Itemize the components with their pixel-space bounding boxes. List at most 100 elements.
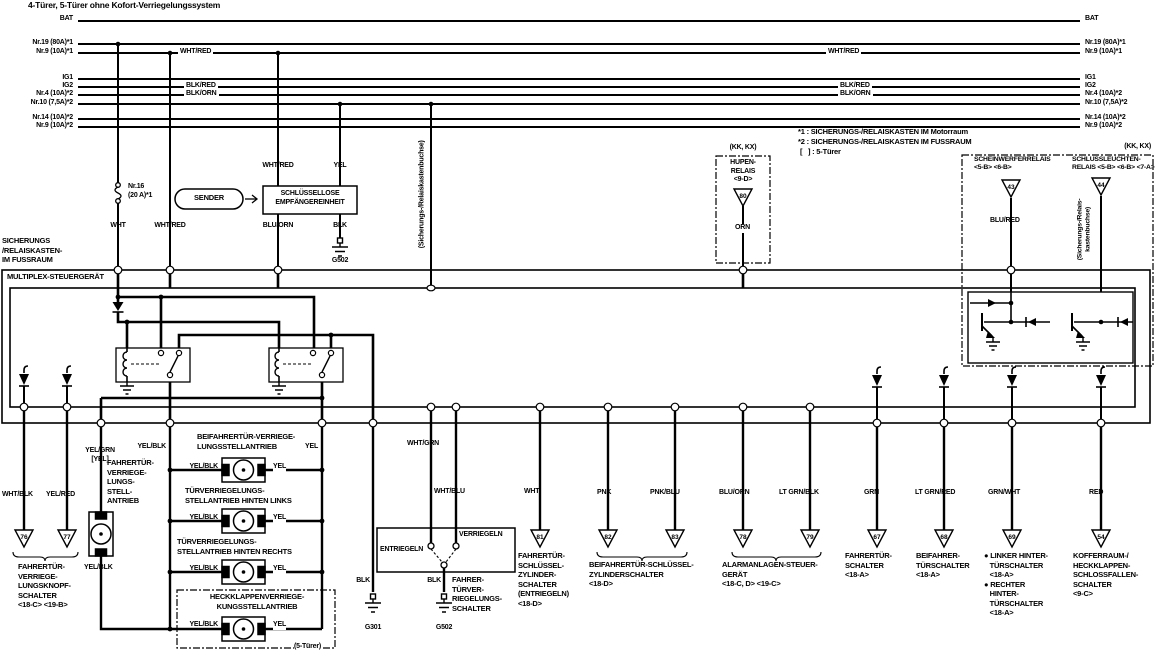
wire-label-blkred-busR: BLK/RED: [838, 82, 872, 91]
hintertuerschalter-label: ● LINKER HINTER- TÜRSCHALTER <18-A> ● RE…: [984, 551, 1048, 617]
fahrertuerschalter-label: FAHRERTÜR- SCHALTER <18-A>: [845, 551, 892, 579]
bus-label-ig1-left: IG1: [62, 74, 73, 81]
knopfschalter-label: FAHRERTÜR- VERRIEGE- LUNGSKNOPF- SCHALTE…: [18, 562, 71, 609]
wire-label-blk-g301: BLK: [356, 577, 370, 584]
wire-label-yel-m4: YEL: [273, 565, 287, 574]
multiplex-label: MULTIPLEX-STEUERGERÄT: [7, 272, 104, 281]
wire-label-whtred-col: WHT/RED: [154, 222, 186, 229]
note-3: [ ] : 5-Türer: [800, 147, 841, 156]
wire-label-pnk: PNK: [597, 489, 612, 496]
connector-78-number: 78: [739, 534, 747, 541]
motor-tailgate: [221, 616, 266, 642]
hupen-relais-label: HUPEN- RELAIS <9-D>: [730, 159, 756, 184]
wire-label-yel-recv-top: YEL: [333, 162, 347, 169]
wire-label-bluorn-recv: BLU/ORN: [262, 222, 294, 229]
wire-label-blkorn-busR: BLK/ORN: [838, 90, 873, 99]
schluesselzylinder-beifahrer-label: BEIFAHRERTÜR-SCHLÜSSEL- ZYLINDERSCHALTER…: [589, 560, 694, 588]
wire-label-whtgrn: WHT/GRN: [407, 440, 440, 447]
connector-67-number: 67: [873, 534, 881, 541]
wire-label-red: RED: [1089, 489, 1104, 496]
wire-label-pnkblu: PNK/BLU: [650, 489, 680, 496]
schluesselzylinder-fahrer-label: FAHRERTÜR- SCHLÜSSEL- ZYLINDER- SCHALTER…: [518, 551, 569, 608]
kk-kx-box: [961, 154, 1154, 367]
braces: [12, 551, 822, 562]
note-2: *2 : SICHERUNGS-/RELAISKASTEN IM FUSSRAU…: [798, 137, 972, 146]
wire-label-yelred: YEL/RED: [46, 491, 75, 498]
ground-g301: [364, 593, 382, 613]
bus-label-bat-right: BAT: [1085, 15, 1099, 22]
bus-label-nr9a-right: Nr.9 (10A)*1: [1085, 48, 1122, 55]
bus-label-nr14-right: Nr.14 (10A)*2: [1085, 114, 1126, 121]
bus-label-nr10-left: Nr.10 (7,5A)*2: [30, 99, 74, 106]
bus-label-nr19-right: Nr.19 (80A)*1: [1085, 39, 1126, 46]
connector-82-number: 82: [604, 534, 612, 541]
ground-label-g502-receiver: G502: [331, 257, 349, 264]
bus-label-nr10-right: Nr.10 (7,5A)*2: [1085, 99, 1128, 106]
motor-passenger-door: [221, 457, 266, 483]
bus-label-ig1-right: IG1: [1085, 74, 1096, 81]
wire-label-yel-m2: YEL: [273, 463, 287, 472]
wire-label-yelblk-m4: YEL/BLK: [189, 565, 218, 572]
multiplex-box: [9, 287, 1136, 408]
bus-label-nr9b-right: Nr.9 (10A)*2: [1085, 122, 1122, 129]
connector-76-number: 76: [20, 534, 28, 541]
fuenf-tuerer-box: [176, 589, 336, 649]
bus-label-ig2-right: IG2: [1085, 82, 1096, 89]
bus-junction-dots: [115, 41, 434, 107]
diode: [112, 302, 124, 311]
antrieb-heckklappe-label: HECKKLAPPENVERRIEGE- KUNGSSTELLANTRIEB: [209, 592, 305, 611]
kofferraumschalter-label: KOFFERRAUM-/ HECKKLAPPEN- SCHLOSSFALLEN-…: [1073, 551, 1139, 598]
connector-80-number: 80: [739, 193, 747, 200]
connector-68-number: 68: [940, 534, 948, 541]
buchse-label-right: (Sicherungs-/Relais- kastenbuchse): [1076, 198, 1092, 261]
wire-label-yelblk-m3: YEL/BLK: [189, 514, 218, 521]
motor-driver-door: [88, 511, 114, 557]
bus-label-nr19-left: Nr.19 (80A)*1: [32, 39, 73, 46]
beifahrerschalter-label: BEIFAHRER- TÜRSCHALTER <18-A>: [916, 551, 970, 579]
antrieb-hinten-rechts-label: TÜRVERRIEGELUNGS- STELLANTRIEB HINTEN RE…: [177, 537, 292, 556]
power-bus-lines: [78, 20, 1080, 128]
internal-junction-dots: [115, 294, 334, 401]
relay-2: [268, 347, 344, 395]
buchse-label-left: (Sicherungs-/Relaiskastenbuchse): [418, 140, 426, 249]
ground-label-g502-switch: G502: [435, 624, 453, 631]
output-driver-box: [967, 291, 1134, 364]
ground-g502-receiver: [331, 237, 349, 257]
alarmanlage-label: ALARMANLAGEN-STEUER- GERÄT <18-C, D> <19…: [722, 560, 818, 588]
wire-label-grn: GRN: [864, 489, 879, 496]
note-1: *1 : SICHERUNGS-/RELAISKASTEN IM Motorra…: [798, 127, 968, 136]
fahrertuer-verriegelungsschalter-label: FAHRER- TÜRVER- RIEGELUNGS- SCHALTER: [452, 575, 502, 613]
fussraum-box: [1, 269, 1151, 424]
wire-label-orn: ORN: [733, 224, 752, 233]
wire-label-wht: WHT: [110, 222, 126, 229]
sender-symbol: [174, 188, 259, 210]
feed-wires: [117, 44, 432, 285]
receiver-label: SCHLÜSSELLOSE EMPFÄNGEREINHEIT: [275, 190, 345, 206]
connector-rings: [19, 265, 1106, 428]
wire-label-whtblk: WHT/BLK: [2, 491, 33, 498]
scheinwerferrelais-label: SCHEINWERFERRELAIS <5-B> <6-B>: [974, 156, 1051, 172]
connector-77-number: 77: [63, 534, 71, 541]
fuse16-symbol: [114, 182, 122, 204]
connector-83-number: 83: [671, 534, 679, 541]
receiver-box: [262, 185, 358, 215]
wire-label-whtred-busL: WHT/RED: [178, 48, 214, 57]
connector-69-number: 69: [1008, 534, 1016, 541]
wire-label-yelblk-bus: YEL/BLK: [137, 443, 166, 450]
entriegeln-label: ENTRIEGELN: [380, 546, 424, 553]
bus-label-nr4-right: Nr.4 (10A)*2: [1085, 90, 1122, 97]
antrieb-hinten-links-label: TÜRVERRIEGELUNGS- STELLANTRIEB HINTEN LI…: [185, 486, 292, 505]
sender-label: SENDER: [193, 193, 225, 202]
wire-label-whtblu: WHT/BLU: [434, 488, 465, 495]
connector-81-number: 81: [536, 534, 544, 541]
bus-label-nr14-left: Nr.14 (10A)*2: [32, 114, 73, 121]
bus-label-bat-left: BAT: [59, 15, 73, 22]
output-wires: [22, 407, 1103, 631]
bus-label-nr9b-left: Nr.9 (10A)*2: [36, 122, 73, 129]
wire-label-yel-bus: YEL: [305, 443, 319, 450]
antrieb-fahrertuer-label: FAHRERTÜR- VERRIEGE- LUNGS- STELL- ANTRI…: [107, 458, 154, 505]
wire-label-blkred-busL: BLK/RED: [184, 82, 218, 91]
ground-g502-switch: [435, 593, 453, 613]
wire-label-blk-recv: BLK: [333, 222, 347, 229]
ground-label-g301: G301: [364, 624, 382, 631]
